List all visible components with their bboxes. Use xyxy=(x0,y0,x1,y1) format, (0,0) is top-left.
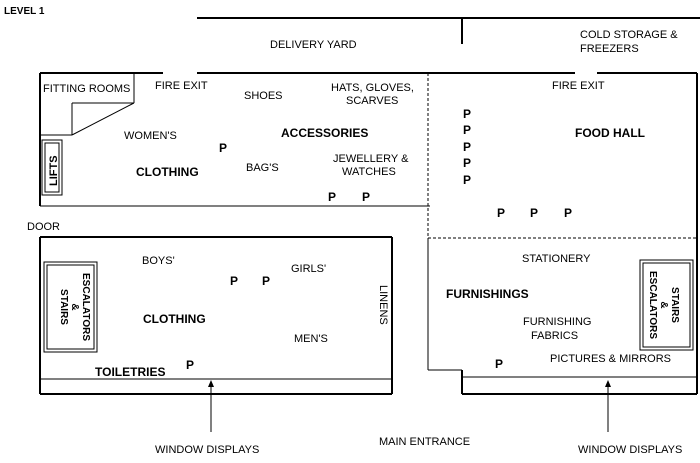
label-cold-storage-1: COLD STORAGE & xyxy=(580,29,678,41)
label-furnishings: FURNISHINGS xyxy=(446,287,529,301)
p-marker: P xyxy=(328,190,336,204)
label-jewellery-1: JEWELLERY & xyxy=(333,153,409,165)
p-marker: P xyxy=(463,140,471,154)
label-stairs-left-3: ESCALATORS xyxy=(80,273,91,341)
p-marker: P xyxy=(463,107,471,121)
label-door: DOOR xyxy=(27,221,60,233)
label-hats-1: HATS, GLOVES, xyxy=(331,82,414,94)
label-food-hall: FOOD HALL xyxy=(575,126,645,140)
label-stairs-right-1: STAIRS xyxy=(669,287,680,323)
p-marker: P xyxy=(186,358,194,372)
label-stairs-left-2: & xyxy=(69,303,80,310)
label-linens: LINENS xyxy=(377,285,389,325)
label-furnishing-fabrics-1: FURNISHING xyxy=(523,316,591,328)
window-display-arrows xyxy=(208,380,611,432)
p-marker: P xyxy=(230,274,238,288)
p-marker: P xyxy=(530,206,538,220)
p-marker: P xyxy=(362,190,370,204)
label-fire-exit-left: FIRE EXIT xyxy=(155,80,208,92)
label-hats-2: SCARVES xyxy=(346,95,398,107)
label-stairs-right-2: & xyxy=(658,301,669,308)
stairs-right-box xyxy=(639,259,694,351)
label-mens: MEN'S xyxy=(294,333,328,345)
p-marker: P xyxy=(463,173,471,187)
label-accessories: ACCESSORIES xyxy=(281,126,368,140)
p-marker: P xyxy=(262,274,270,288)
lifts-box xyxy=(41,139,63,196)
label-girls: GIRLS' xyxy=(291,263,326,275)
label-main-entrance: MAIN ENTRANCE xyxy=(379,436,470,448)
p-marker: P xyxy=(564,206,572,220)
label-furnishing-fabrics-2: FABRICS xyxy=(531,330,578,342)
p-marker: P xyxy=(463,123,471,137)
label-cold-storage-2: FREEZERS xyxy=(580,43,639,55)
label-stairs-left-1: STAIRS xyxy=(58,289,69,325)
label-lifts: LIFTS xyxy=(48,155,60,186)
label-bags: BAG'S xyxy=(246,162,279,174)
p-markers: P P P P P P P P P P P P P P P xyxy=(186,107,572,372)
level-title: LEVEL 1 xyxy=(4,6,45,17)
label-stationery: STATIONERY xyxy=(522,253,591,265)
label-boys: BOYS' xyxy=(142,255,175,267)
label-window-displays-left: WINDOW DISPLAYS xyxy=(155,444,259,456)
label-pictures-mirrors: PICTURES & MIRRORS xyxy=(550,353,671,365)
arrow-up-icon xyxy=(208,380,214,387)
label-fire-exit-right: FIRE EXIT xyxy=(552,80,605,92)
p-marker: P xyxy=(495,357,503,371)
label-toiletries: TOILETRIES xyxy=(95,365,165,379)
label-window-displays-right: WINDOW DISPLAYS xyxy=(578,444,682,456)
label-shoes: SHOES xyxy=(244,90,283,102)
walls xyxy=(39,17,700,395)
arrow-up-icon xyxy=(605,380,611,387)
label-jewellery-2: WATCHES xyxy=(342,166,396,178)
p-marker: P xyxy=(497,206,505,220)
label-stairs-right-3: ESCALATORS xyxy=(647,271,658,339)
label-clothing-bottom: CLOTHING xyxy=(143,312,206,326)
p-marker: P xyxy=(219,141,227,155)
p-marker: P xyxy=(463,156,471,170)
stairs-left-box xyxy=(43,261,98,353)
label-fitting-rooms: FITTING ROOMS xyxy=(43,83,130,95)
label-womens: WOMEN'S xyxy=(124,130,177,142)
label-clothing-top: CLOTHING xyxy=(136,165,199,179)
label-delivery-yard: DELIVERY YARD xyxy=(270,39,357,51)
